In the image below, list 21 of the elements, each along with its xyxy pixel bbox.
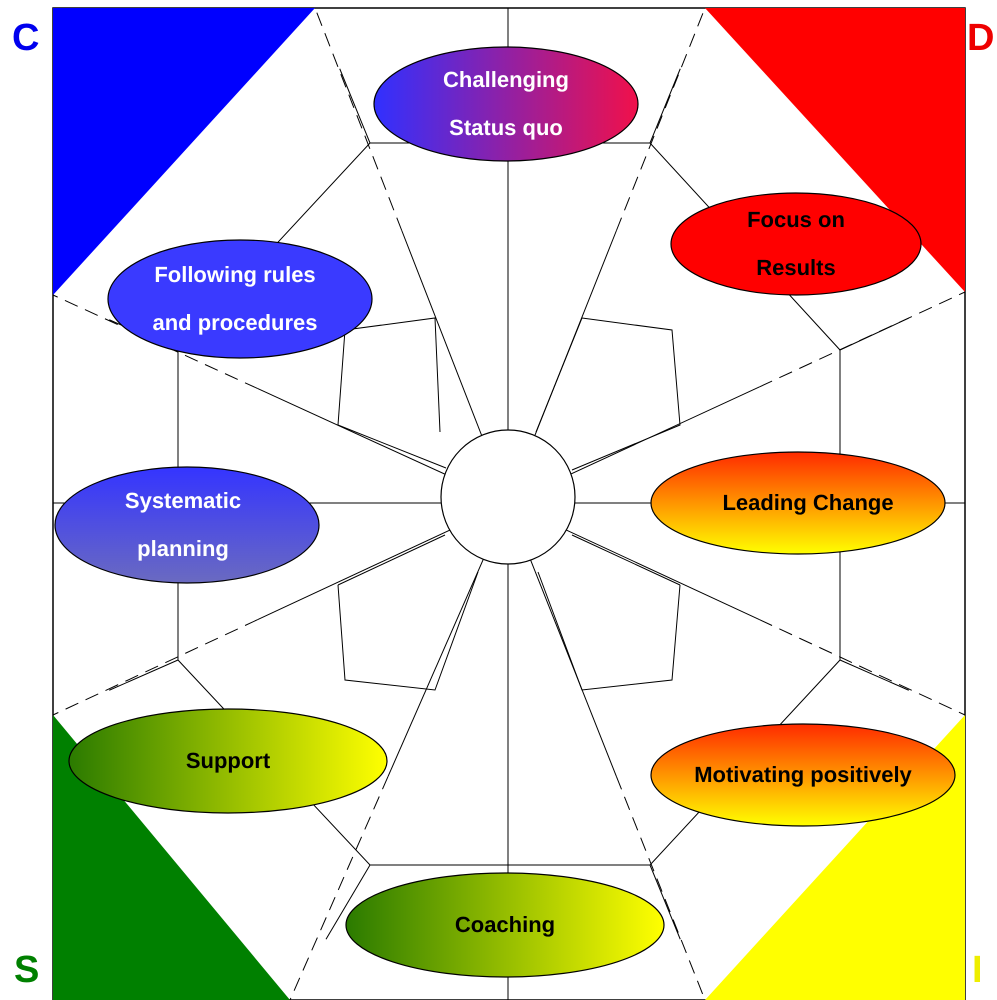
ellipse-node — [107, 239, 373, 359]
center-circle — [440, 429, 576, 565]
node-label: Leading Change — [721, 489, 895, 517]
ellipse-node — [650, 451, 946, 555]
node-label: Following rules and procedures — [151, 261, 319, 337]
quadrant-letter: I — [972, 950, 983, 990]
ellipse-node — [68, 708, 388, 814]
quadrant-letter: C — [12, 18, 40, 58]
ellipse-node — [373, 46, 639, 162]
node-label: Motivating positively — [693, 761, 913, 789]
node-label: Systematic planning — [124, 487, 242, 563]
node-label: Focus on Results — [746, 206, 846, 282]
node-label: Coaching — [454, 911, 556, 939]
ellipse-node — [345, 872, 665, 978]
ellipse-node — [670, 192, 922, 296]
ellipse-node — [650, 723, 956, 827]
node-label: Support — [184, 747, 272, 775]
ellipse-node — [54, 466, 320, 584]
node-label: Challenging Status quo — [442, 66, 570, 142]
quadrant-letter: S — [14, 950, 40, 990]
quadrant-letter: D — [967, 18, 994, 58]
